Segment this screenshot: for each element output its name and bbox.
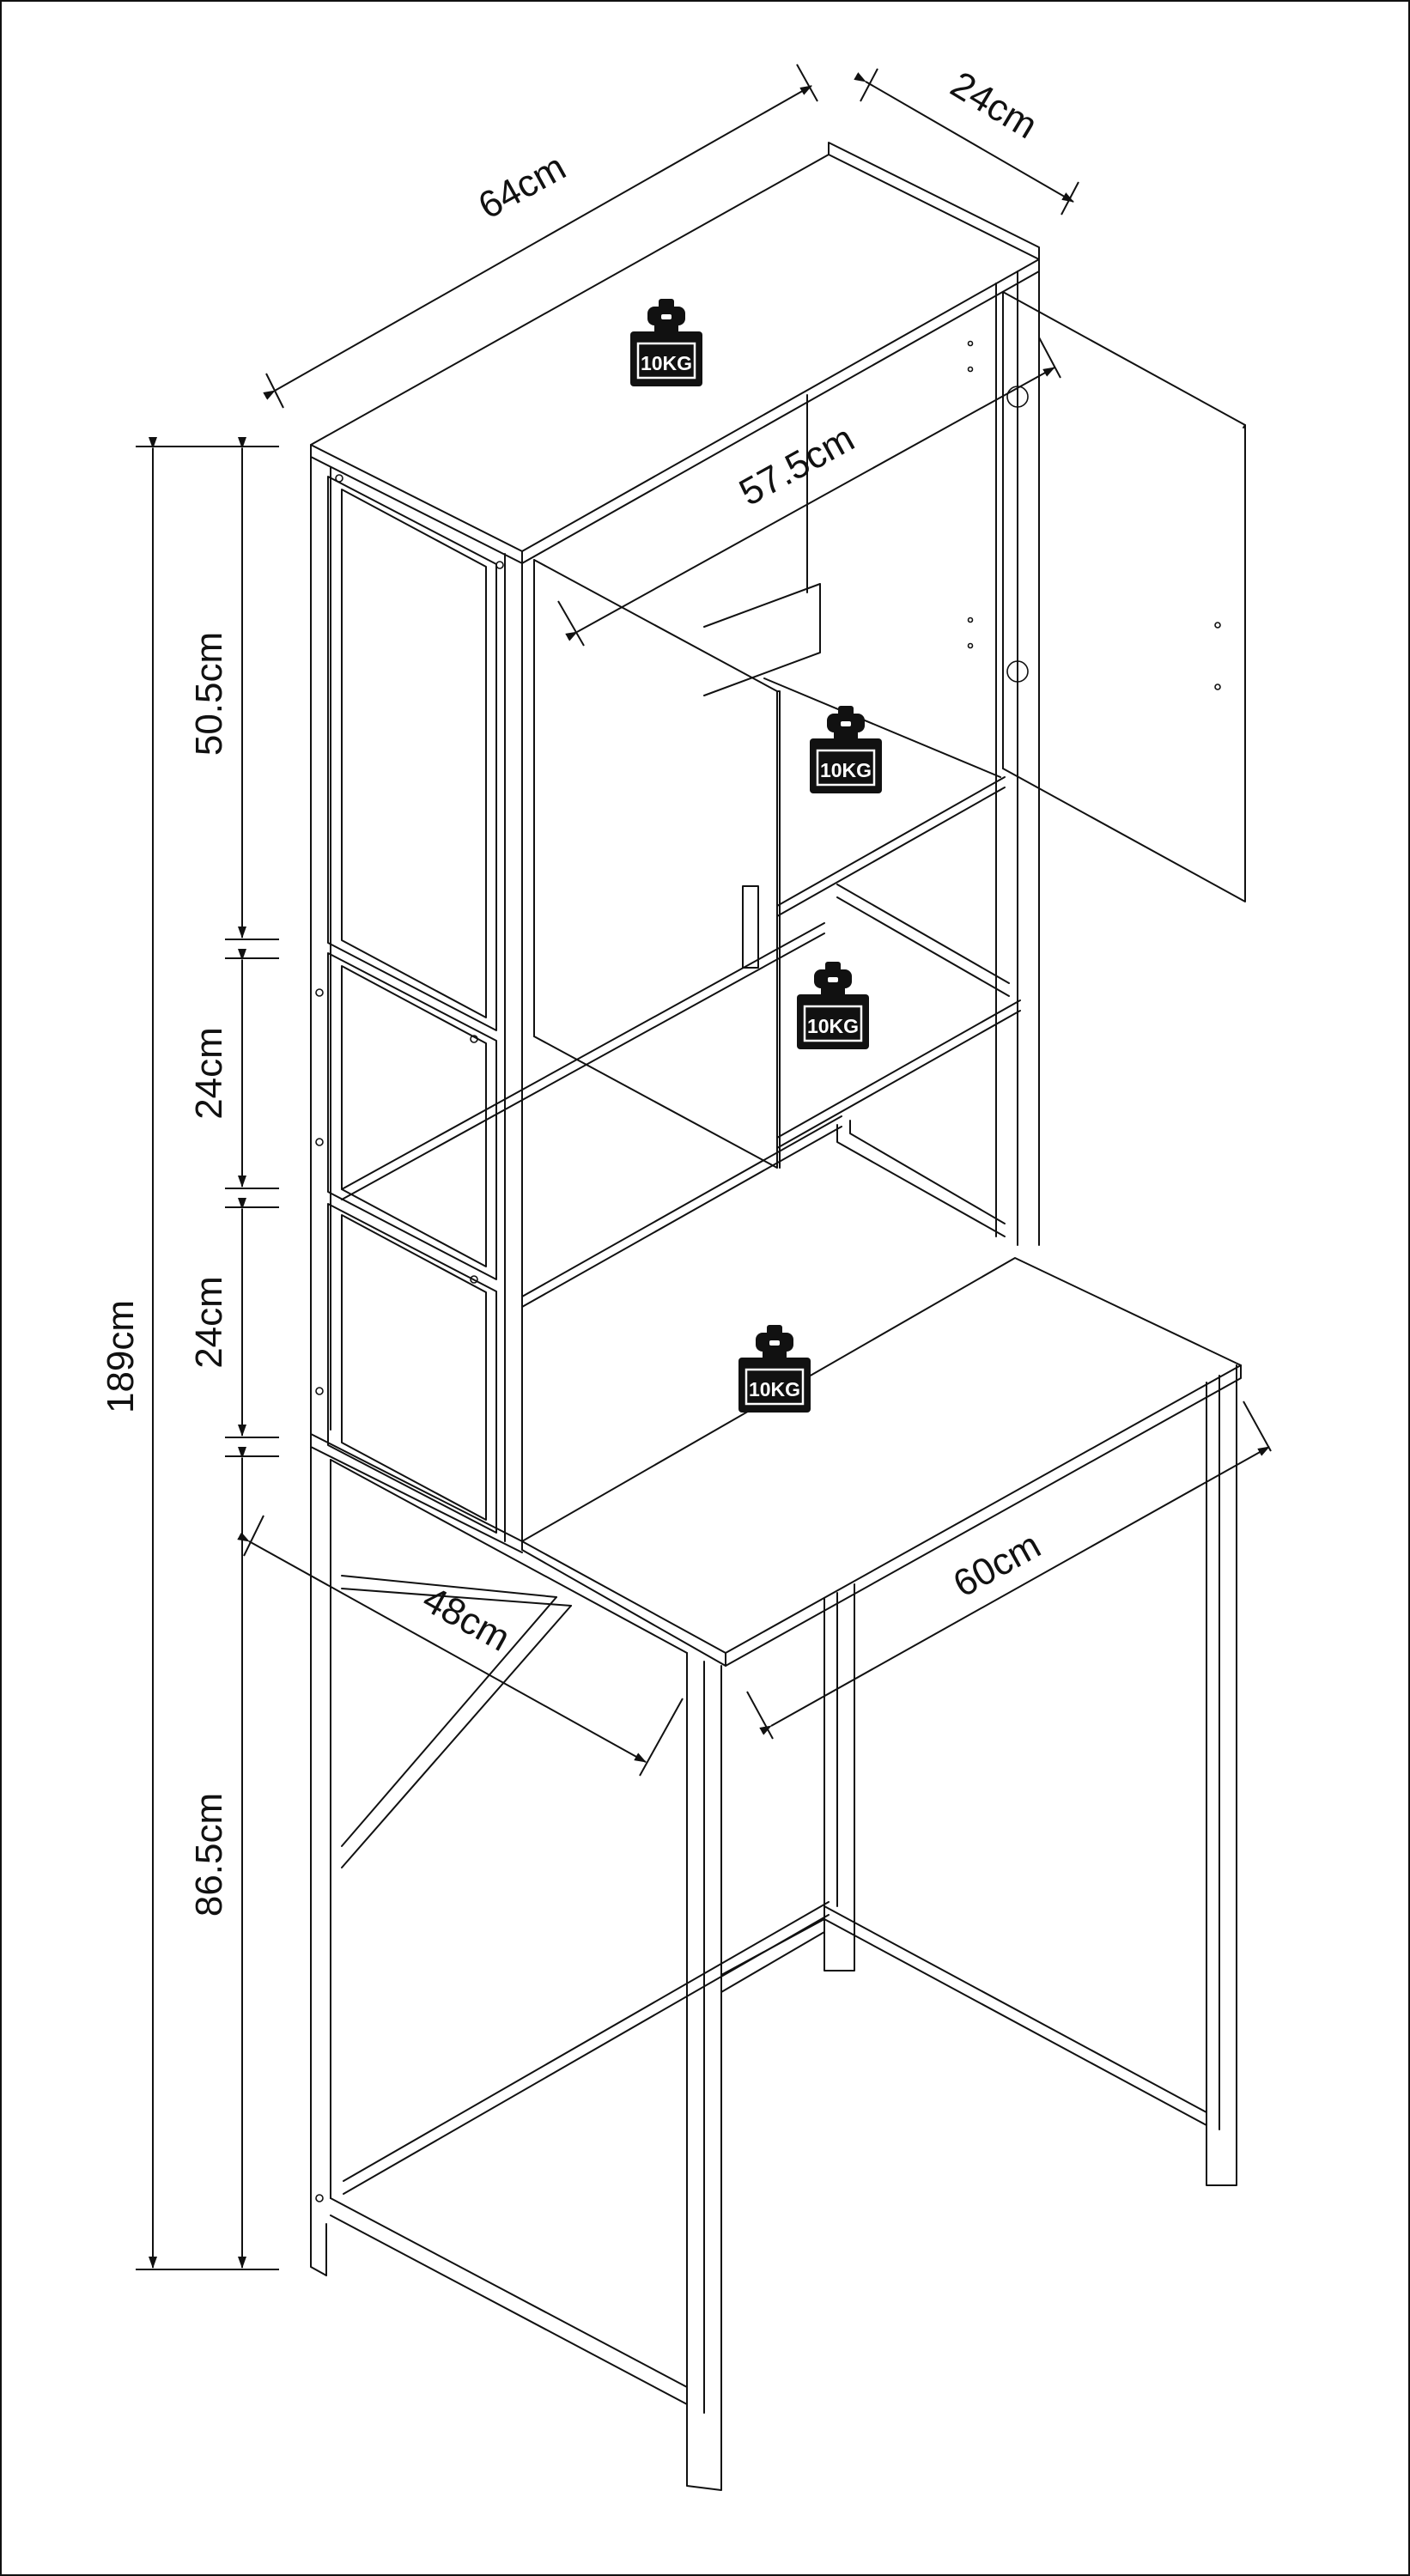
load-badge-cabinet-shelf: 10KG xyxy=(810,706,882,795)
dim-label-60cm: 60cm xyxy=(946,1524,1048,1606)
dim-label-189cm: 189cm xyxy=(100,1300,142,1413)
dim-label-86-5cm: 86.5cm xyxy=(188,1793,230,1917)
dim-label-24cm-mid: 24cm xyxy=(188,1027,230,1120)
dimension-lines xyxy=(136,64,1272,2270)
dim-label-24cm-lower: 24cm xyxy=(188,1276,230,1369)
dim-label-50-5cm: 50.5cm xyxy=(188,632,230,756)
load-label: 10KG xyxy=(749,1378,800,1400)
load-label: 10KG xyxy=(641,352,692,374)
load-badge-top: 10KG xyxy=(630,299,702,388)
load-label: 10KG xyxy=(807,1015,859,1037)
load-label: 10KG xyxy=(820,759,872,781)
load-badge-desk: 10KG xyxy=(738,1325,811,1414)
load-badge-open-shelf: 10KG xyxy=(797,962,869,1051)
dim-label-48cm: 48cm xyxy=(416,1578,517,1660)
dim-label-57-5cm: 57.5cm xyxy=(732,417,861,514)
dim-label-64cm: 64cm xyxy=(471,146,573,228)
